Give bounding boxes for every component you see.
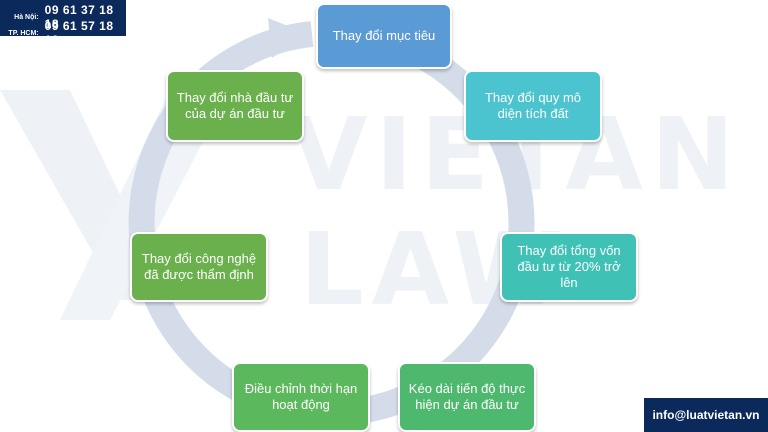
cycle-box-extend: Kéo dài tiến độ thực hiện dự án đầu tư: [398, 362, 536, 432]
phone-contact-block: Hà Nội: 09 61 37 18 18 TP. HCM: 09 61 57…: [0, 0, 126, 47]
cycle-arrowhead: [268, 18, 308, 58]
cycle-box-scale: Thay đổi quy mô diện tích đất: [464, 70, 602, 142]
email-contact[interactable]: info@luatvietan.vn: [644, 398, 768, 432]
cycle-box-capital: Thay đổi tổng vốn đầu tư từ 20% trở lên: [500, 232, 638, 302]
hcm-label: TP. HCM:: [8, 29, 39, 37]
hcm-phone[interactable]: 09 61 57 18 18: [44, 19, 114, 47]
hanoi-phone[interactable]: 09 61 37 18 18: [44, 3, 114, 31]
cycle-box-investor: Thay đổi nhà đầu tư của dự án đầu tư: [166, 70, 304, 142]
cycle-box-technology: Thay đổi công nghệ đã được thẩm định: [130, 232, 268, 302]
cycle-box-target: Thay đổi mục tiêu: [316, 3, 452, 69]
hanoi-label: Hà Nội:: [14, 13, 39, 21]
cycle-box-adjust: Điều chỉnh thời hạn hoạt động: [232, 362, 370, 432]
